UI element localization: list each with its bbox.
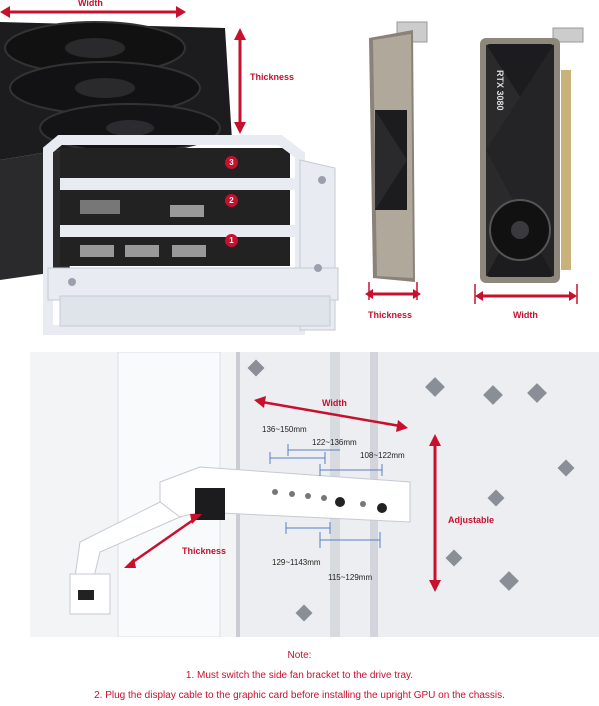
thickness-label: Thickness <box>368 310 413 320</box>
chassis-mount-illustration <box>30 352 599 637</box>
measurement-136-150: 136~150mm <box>262 425 307 434</box>
gpu-dimensions-illustration <box>365 21 584 304</box>
gpu-brand-text: RTX 3080 <box>495 70 505 111</box>
adjustable-label: Adjustable <box>448 515 495 525</box>
width-label: Width <box>322 398 347 408</box>
notes-heading: Note: <box>287 650 312 661</box>
gpu-fan <box>489 199 551 261</box>
measurement-108-122: 108~122mm <box>360 451 405 460</box>
gpu-fan-1 <box>4 21 186 75</box>
measurement-115-129: 115~129mm <box>328 573 373 582</box>
note-item-2: 2. Plug the display cable to the graphic… <box>94 690 505 701</box>
gpu-side-view <box>369 21 428 282</box>
width-label: Width <box>513 310 538 320</box>
thickness-label: Thickness <box>182 546 227 556</box>
slot-number-1: 1 <box>225 234 238 247</box>
pcie-bracket <box>43 135 339 335</box>
slot-number-3: 3 <box>225 156 238 169</box>
slot-number-2: 2 <box>225 194 238 207</box>
chassis-mount-panel: Width Thickness Adjustable 136~150mm 122… <box>30 352 599 637</box>
gpu-holder-bracket <box>69 466 411 615</box>
gpu-bracket-panel: Width Thickness 3 2 1 <box>0 0 345 340</box>
width-label: Width <box>78 0 103 8</box>
note-item-1: 1. Must switch the side fan bracket to t… <box>185 670 414 681</box>
gpu-fan-2 <box>9 61 201 115</box>
measurement-122-136: 122~136mm <box>312 438 357 447</box>
gpu-dimensions-panel: RTX 3080 Thickness Width <box>355 0 599 340</box>
gpu-bracket-illustration <box>0 6 339 335</box>
measurement-129-1143: 129~1143mm <box>272 558 321 567</box>
installation-notes: Note: 1. Must switch the side fan bracke… <box>0 646 599 706</box>
gpu-front-view <box>480 27 584 283</box>
thickness-label: Thickness <box>250 72 295 82</box>
